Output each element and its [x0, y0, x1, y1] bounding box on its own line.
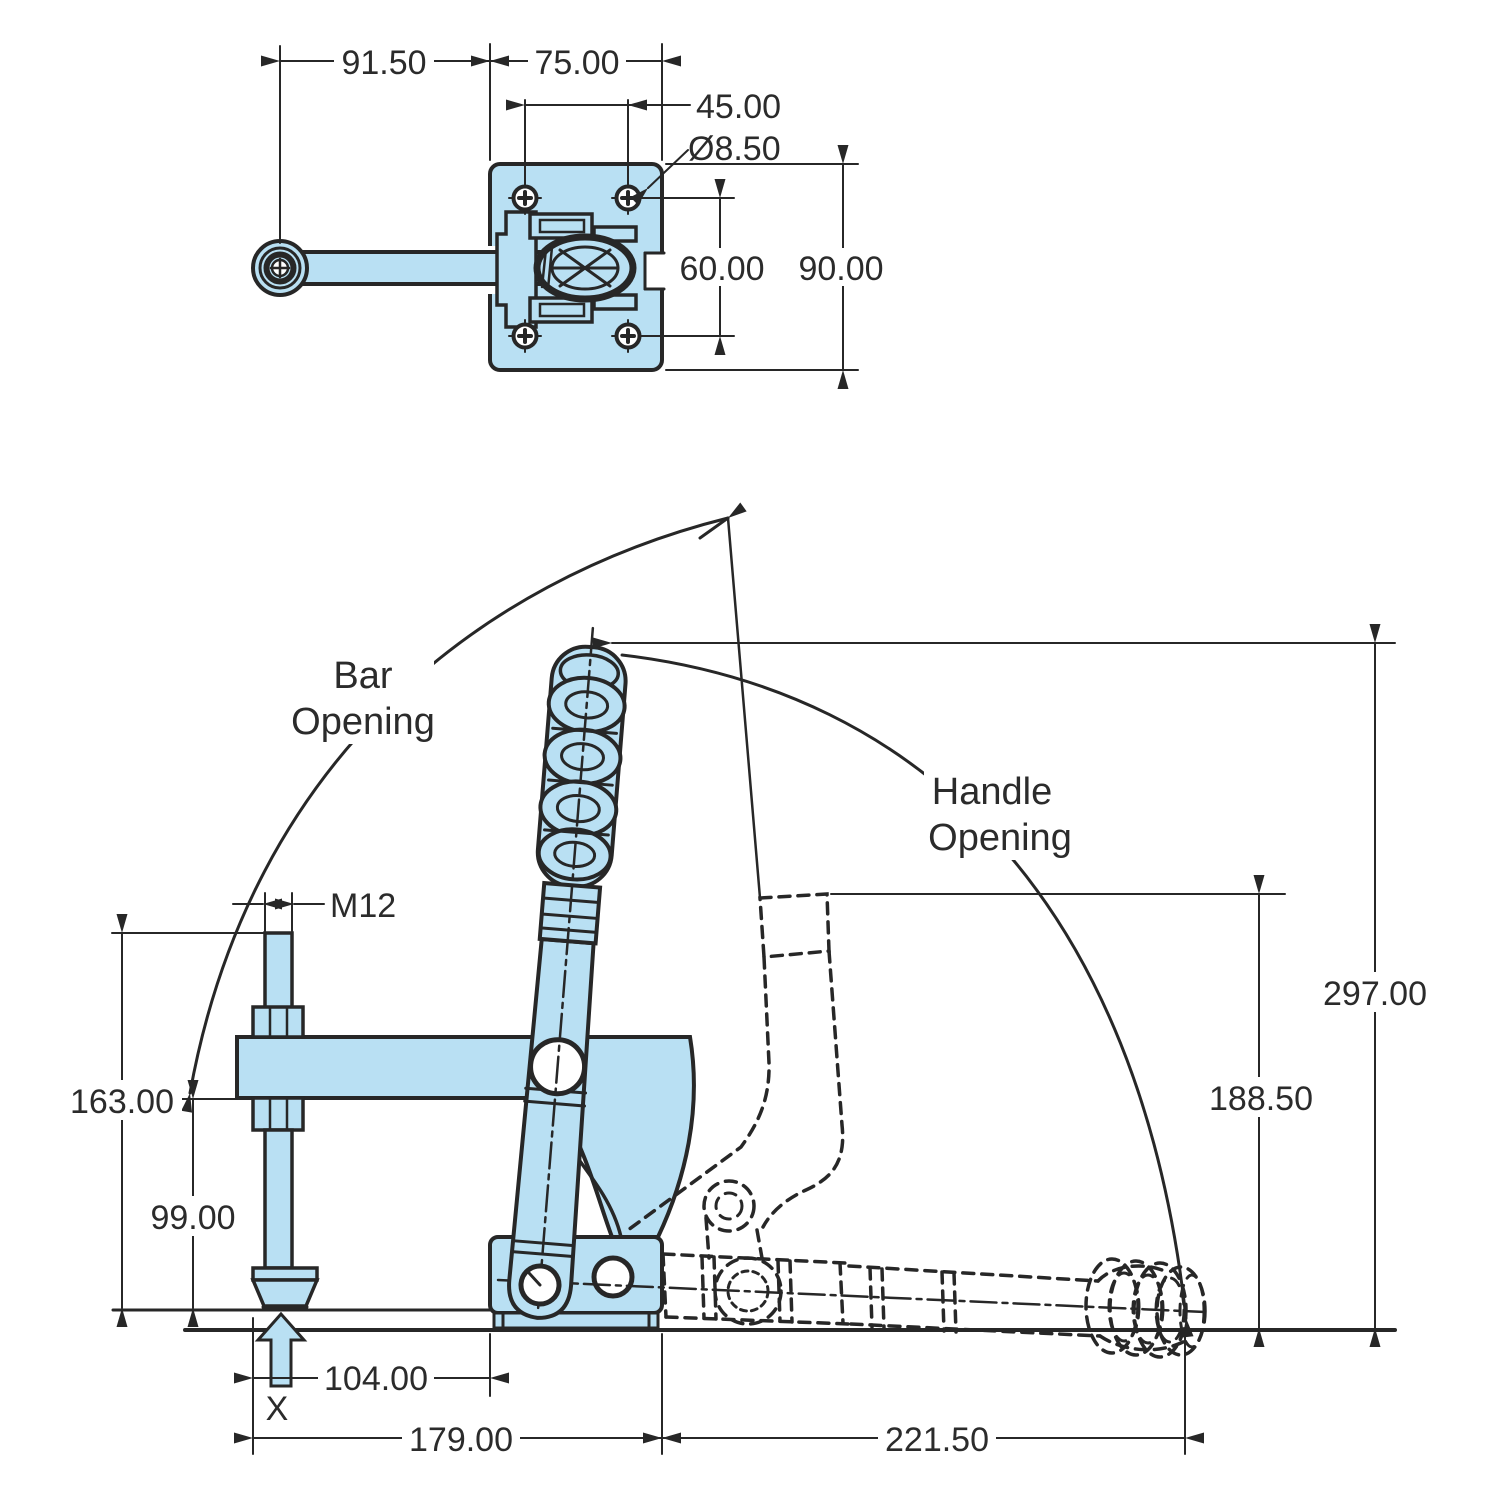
open-bar-axis-line — [726, 516, 762, 900]
nut-block-top — [495, 210, 538, 329]
dim-handle-open-height: 188.50 — [1209, 1080, 1313, 1118]
dim-hole-spacing-y: 60.00 — [679, 250, 764, 288]
dim-spindle-height: 163.00 — [70, 1083, 174, 1121]
dim-bar-height: 99.00 — [150, 1199, 235, 1237]
dim-plate-width: 75.00 — [534, 44, 619, 82]
side-view: X M12 16 — [62, 502, 1436, 1459]
bar-opening-label-1: Bar — [333, 655, 392, 697]
plate-notch — [643, 251, 666, 291]
spindle — [250, 931, 320, 1310]
handle-lever — [507, 936, 596, 1320]
open-position-handle — [661, 1252, 1207, 1359]
hex-nut-lower — [251, 1096, 305, 1132]
mounting-hole — [508, 319, 542, 353]
base-hole — [591, 1255, 635, 1299]
handle-assembly — [507, 626, 628, 1320]
dim-hole-spacing-x: 45.00 — [696, 88, 781, 126]
force-point-label: X — [266, 1390, 289, 1428]
clamp-foot — [250, 1278, 320, 1308]
hole-dia-leader — [630, 149, 689, 206]
base-flange — [492, 1311, 660, 1330]
dim-thread: M12 — [330, 887, 396, 925]
pivot-mechanism-top — [495, 210, 638, 329]
mounting-hole — [611, 319, 645, 353]
hex-nut-upper — [251, 1005, 305, 1039]
open-position-bar — [622, 892, 845, 1260]
handle-centerline — [536, 626, 595, 1314]
force-arrow — [254, 1311, 308, 1388]
bar-opening-label-2: Opening — [291, 701, 435, 743]
handle-opening-label-1: Handle — [932, 771, 1052, 813]
dim-arm-offset: 91.50 — [341, 44, 426, 82]
dim-overall-height: 297.00 — [1323, 975, 1427, 1013]
top-view: 91.50 75.00 45.00 Ø8.50 60.00 90.00 — [251, 42, 892, 389]
dim-base-length: 179.00 — [409, 1421, 513, 1459]
handle-opening-label-2: Opening — [928, 817, 1072, 859]
dim-hole-diameter: Ø8.50 — [688, 130, 781, 168]
clamp-body — [235, 1035, 696, 1239]
dim-handle-reach: 221.50 — [885, 1421, 989, 1459]
dim-spindle-to-base: 104.00 — [324, 1360, 428, 1398]
spindle-pad-top — [251, 239, 309, 297]
open-grip-ribs — [1084, 1257, 1207, 1359]
thread-hatch — [534, 245, 554, 291]
dim-plate-height: 90.00 — [798, 250, 883, 288]
